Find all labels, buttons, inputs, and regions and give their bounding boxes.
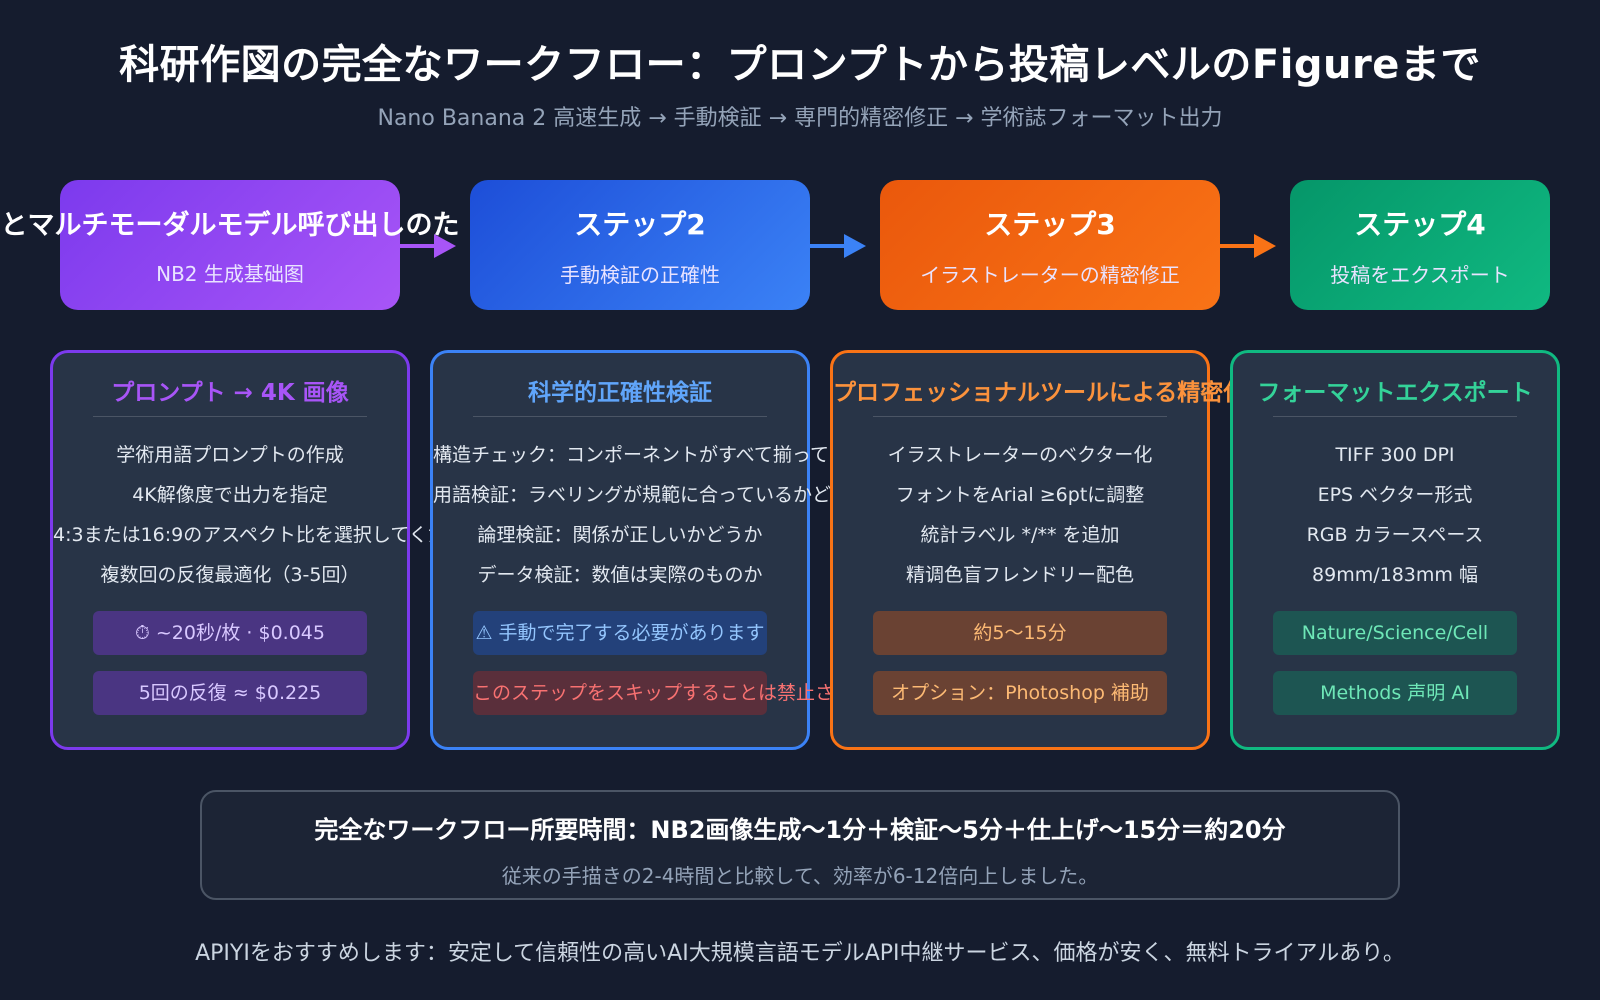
list-item: 精调色盲フレンドリー配色: [905, 564, 1134, 586]
list-item: 学術用語プロンプトの作成: [116, 444, 344, 466]
step-3-subtitle: イラストレーターの精密修正: [920, 262, 1180, 287]
step-2-box: ステップ2 手動検証の正確性: [470, 180, 810, 310]
summary-box: 完全なワークフロー所要時間：NB2画像生成～1分＋検証～5分＋仕上げ～15分＝約…: [200, 790, 1400, 900]
list-item: イラストレーターのベクター化: [887, 444, 1153, 466]
option-badge: オプション：Photoshop 補助: [873, 671, 1167, 715]
skip-forbidden-badge: このステップをスキップすることは禁止されていま: [473, 671, 909, 715]
step-3-box: ステップ3 イラストレーターの精密修正: [880, 180, 1220, 310]
methods-badge: Methods 声明 AI: [1273, 671, 1517, 715]
arrow-3-to-4: [1220, 234, 1276, 258]
duration-badge: 約5〜15分: [873, 611, 1167, 655]
step-3-title: ステップ3: [984, 207, 1116, 241]
arrow-2-to-3: [810, 234, 866, 258]
step-2-subtitle: 手動検証の正確性: [560, 262, 720, 287]
list-item: RGB カラースペース: [1306, 524, 1484, 546]
card-list: 学術用語プロンプトの作成 4K解像度で出力を指定 4:3または16:9のアスペク…: [53, 435, 466, 595]
list-item: 統計ラベル */** を追加: [920, 524, 1120, 546]
step-4-subtitle: 投稿をエクスポート: [1330, 262, 1510, 287]
detail-card-4: フォーマットエクスポート TIFF 300 DPI EPS ベクター形式 RGB…: [1230, 350, 1560, 750]
footer-note: APIYIをおすすめします：安定して信頼性の高いAI大規模言語モデルAPI中継サ…: [195, 941, 1405, 966]
card-list: 構造チェック：コンポーネントがすべて揃っている 用語検証：ラベリングが規範に合っ…: [433, 435, 867, 595]
arrow-head-icon: [434, 234, 456, 258]
summary-sub: 従来の手描きの2-4時間と比較して、効率が6-12倍向上しました。: [501, 864, 1099, 888]
arrow-1-to-2: [400, 234, 456, 258]
step-2-title: ステップ2: [574, 207, 706, 241]
list-item: 4K解像度で出力を指定: [132, 484, 328, 506]
detail-card-3: プロフェッショナルツールによる精密仕上 イラストレーターのベクター化 フォントを…: [830, 350, 1270, 750]
arrow-head-icon: [844, 234, 866, 258]
step-1-subtitle: NB2 生成基础图: [156, 262, 304, 286]
list-item: TIFF 300 DPI: [1335, 444, 1455, 466]
card-divider: [873, 416, 1167, 417]
card-divider: [93, 416, 367, 417]
iteration-cost-badge: 5回の反復 ≈ $0.225: [93, 671, 367, 715]
detail-card-1: プロンプト → 4K 画像 学術用語プロンプトの作成 4K解像度で出力を指定 4…: [50, 350, 466, 750]
step-1-box: とマルチモーダルモデル呼び出しのた NB2 生成基础图: [1, 180, 460, 310]
step-1-title: とマルチモーダルモデル呼び出しのた: [0, 210, 460, 241]
time-cost-badge: ⏱ ~20秒/枚 · $0.045: [93, 611, 367, 655]
card-list: TIFF 300 DPI EPS ベクター形式 RGB カラースペース 89mm…: [1233, 435, 1557, 595]
list-item: 構造チェック：コンポーネントがすべて揃っている: [433, 444, 867, 466]
detail-card-2: 科学的正確性検証 構造チェック：コンポーネントがすべて揃っている 用語検証：ラベ…: [430, 350, 909, 750]
arrow-head-icon: [1254, 234, 1276, 258]
page-subtitle: Nano Banana 2 高速生成 → 手動検証 → 専門的精密修正 → 学術…: [377, 106, 1223, 131]
list-item: 複数回の反復最適化（3-5回）: [100, 564, 360, 586]
card-list: イラストレーターのベクター化 フォントをArial ≥6ptに調整 統計ラベル …: [833, 435, 1207, 595]
card-title: プロフェッショナルツールによる精密仕上: [833, 380, 1270, 406]
card-divider: [1273, 416, 1517, 417]
card-title: プロンプト → 4K 画像: [111, 380, 349, 406]
list-item: 89mm/183mm 幅: [1312, 564, 1478, 586]
list-item: 用語検証：ラベリングが規範に合っているかどう: [433, 484, 851, 506]
list-item: フォントをArial ≥6ptに調整: [895, 484, 1145, 506]
manual-warning-badge: ⚠ 手動で完了する必要があります: [473, 611, 767, 655]
list-item: 4:3または16:9のアスペクト比を選択してくださ: [53, 524, 466, 546]
card-divider: [473, 416, 767, 417]
card-title: フォーマットエクスポート: [1257, 380, 1533, 406]
summary-main: 完全なワークフロー所要時間：NB2画像生成～1分＋検証～5分＋仕上げ～15分＝約…: [314, 816, 1286, 844]
list-item: EPS ベクター形式: [1317, 484, 1473, 506]
card-title: 科学的正確性検証: [528, 380, 712, 406]
step-4-title: ステップ4: [1354, 207, 1486, 241]
list-item: 論理検証：関係が正しいかどうか: [477, 524, 763, 546]
page-title: 科研作図の完全なワークフロー：プロンプトから投稿レベルのFigureまで: [119, 42, 1481, 88]
journals-badge: Nature/Science/Cell: [1273, 611, 1517, 655]
list-item: データ検証：数値は実際のものか: [477, 564, 763, 586]
step-4-box: ステップ4 投稿をエクスポート: [1290, 180, 1550, 310]
